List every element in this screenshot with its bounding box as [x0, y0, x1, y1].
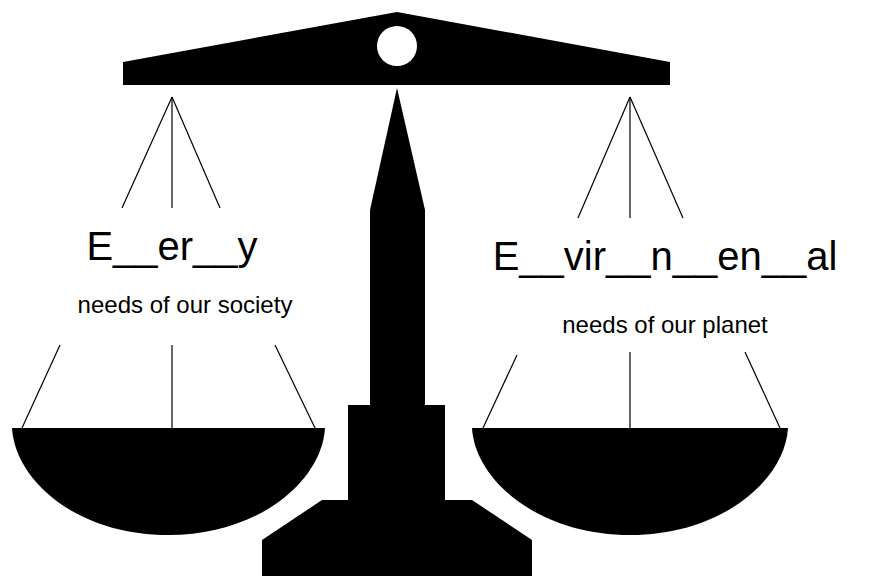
subtitle: needs of our society [78, 292, 293, 318]
blank-word: E__vir__n__en__al [493, 234, 838, 278]
scale-post [370, 88, 425, 405]
scale-base [262, 500, 532, 576]
subtitle: needs of our planet [562, 312, 768, 338]
right-pan [472, 428, 788, 535]
blank-word: E__er__y [86, 224, 257, 268]
post-block [348, 405, 445, 502]
left-pan [12, 428, 325, 535]
scale-beam [123, 12, 670, 85]
pivot-circle [377, 26, 417, 66]
